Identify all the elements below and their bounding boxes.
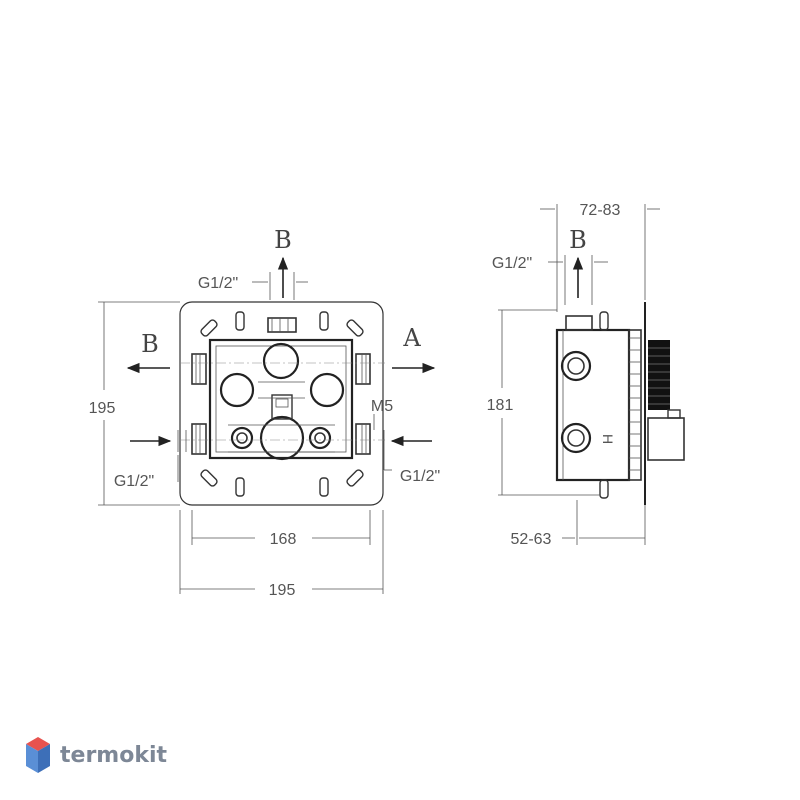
front-top-thread-label: G1/2" [198,275,238,292]
side-outlet-label: B [569,226,587,254]
boss-right [309,372,345,408]
inlet-left [230,426,254,450]
side-thread-label: G1/2" [492,255,532,272]
side-port-upper [560,350,592,382]
outlet-left-label: B [141,330,159,358]
center-block [271,394,293,420]
boss-main [259,415,305,461]
logo-text: termokit [60,743,167,768]
outlet-right-label: A [402,324,421,352]
side-mark-h: H [600,434,616,444]
front-inner-width-dimension: 168 [270,531,297,548]
side-spindle [647,417,685,461]
side-depth-bottom-dimension: 52-63 [511,531,552,548]
front-height-dimension: 195 [89,400,116,417]
side-depth-top-dimension: 72-83 [580,202,621,219]
boss-top [262,342,300,380]
side-knob [648,340,670,410]
side-flange [628,329,642,481]
side-body [555,328,631,482]
front-outer-width-dimension: 195 [269,582,296,599]
logo-cube-icon [26,737,50,773]
top-fitting [267,317,297,333]
front-cover-plate [179,301,384,506]
inlet-right [308,426,332,450]
flange-ribs [629,337,641,471]
front-screw-label: M5 [371,398,393,415]
side-height-dimension: 181 [487,397,514,414]
termokit-logo: termokit [26,737,167,773]
outlet-top-label: B [274,226,292,254]
mounting-tabs [200,311,364,497]
side-view: H B G1/2" 72-83 181 52-63 [487,202,685,548]
front-left-thread-label: G1/2" [114,473,154,490]
boss-left [219,372,255,408]
side-port-lower [560,422,592,454]
front-right-thread-label: G1/2" [400,468,440,485]
front-view: B B A G1/2" 195 G1/2" M5 G1/2" 168 [89,226,441,599]
side-top-fitting [565,315,593,331]
side-fittings [191,353,371,455]
